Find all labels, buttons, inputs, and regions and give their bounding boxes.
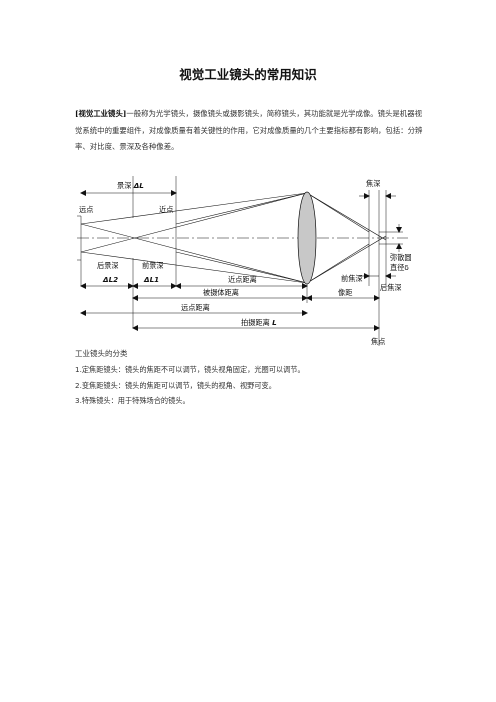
intro-lead: [视觉工业镜头] bbox=[75, 109, 127, 118]
list-item: 3.特殊镜头：用于特殊场合的镜头。 bbox=[75, 396, 190, 406]
label-shooting-distance: 拍摄距离 L bbox=[241, 318, 277, 327]
label-image-distance: 像距 bbox=[338, 288, 352, 297]
list-item: 2.变焦距镜头：镜头的焦距可以调节，镜头的视角、视野可变。 bbox=[75, 380, 276, 390]
label-near-distance: 近点距离 bbox=[228, 275, 257, 284]
label-object-distance: 被摄体距离 bbox=[203, 288, 239, 297]
coc-marks bbox=[379, 224, 403, 252]
label-rear-depth: 后景深 bbox=[97, 261, 119, 270]
lens-type-list: 1.定焦距镜头：镜头的焦距不可以调节，镜头视角固定，光圈可以调节。 2.变焦距镜… bbox=[75, 362, 435, 409]
lens bbox=[297, 191, 317, 285]
list-item: 1.定焦距镜头：镜头的焦距不可以调节，镜头视角固定，光圈可以调节。 bbox=[75, 365, 305, 374]
label-focal-point: 焦点 bbox=[371, 337, 385, 346]
dimension-arrows bbox=[80, 190, 396, 331]
label-coc-line2: 直径δ bbox=[390, 263, 409, 272]
label-rear-focal-depth: 后焦深 bbox=[380, 283, 402, 292]
label-depth-of-field: 景深 ΔL bbox=[117, 181, 144, 190]
label-delta-l1: ΔL1 bbox=[143, 275, 159, 284]
extension-lines bbox=[77, 176, 387, 346]
intro-paragraph: [视觉工业镜头]一般称为光学镜头，摄像镜头或摄影镜头，简称镜头，其功能就是光学成… bbox=[75, 106, 427, 156]
page-title: 视觉工业镜头的常用知识 bbox=[179, 67, 317, 82]
label-delta-l2: ΔL2 bbox=[102, 275, 118, 284]
label-far-distance: 远点距离 bbox=[181, 303, 210, 312]
label-far-point: 远点 bbox=[79, 205, 93, 214]
label-front-depth: 前景深 bbox=[142, 261, 164, 270]
lens-depth-of-field-diagram: 景深 ΔL 远点 近点 后景深 前景深 ΔL2 ΔL1 近点距离 被摄体距离 像… bbox=[77, 176, 412, 346]
label-coc-line1: 弥散圆 bbox=[390, 253, 412, 262]
label-focal-depth: 焦深 bbox=[366, 179, 380, 188]
intro-text: 一般称为光学镜头，摄像镜头或摄影镜头，简称镜头，其功能就是光学成像。镜头是机器视… bbox=[75, 109, 423, 151]
section-title: 工业镜头的分类 bbox=[75, 349, 128, 358]
label-front-focal-depth: 前焦深 bbox=[341, 274, 363, 283]
light-rays bbox=[80, 192, 387, 284]
label-near-point: 近点 bbox=[159, 205, 173, 214]
